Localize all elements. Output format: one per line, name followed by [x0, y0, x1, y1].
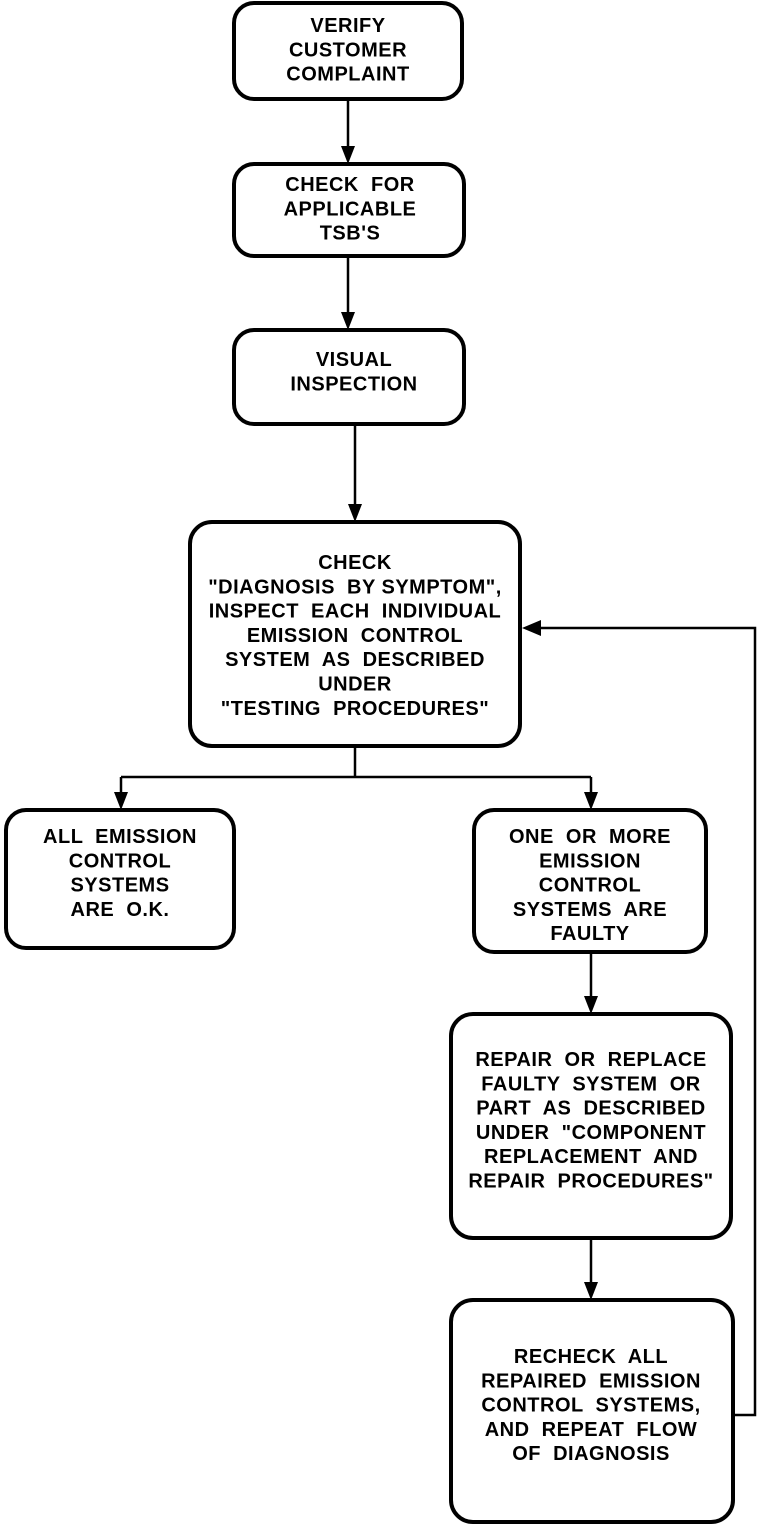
node-label-line: CONTROL SYSTEMS, [481, 1395, 700, 1417]
node-label-line: FAULTY SYSTEM OR [481, 1073, 700, 1095]
node-label-line: "TESTING PROCEDURES" [221, 698, 489, 720]
node-label-line: SYSTEMS ARE [513, 899, 667, 921]
node-label-line: SYSTEM AS DESCRIBED [225, 649, 485, 671]
node-label-line: UNDER "COMPONENT [476, 1122, 706, 1144]
node-label-line: EMISSION [539, 850, 641, 872]
node-check-diagnosis-by-symptom: CHECK"DIAGNOSIS BY SYMPTOM", INSPECT EACH… [188, 520, 522, 748]
node-box [4, 808, 236, 950]
arrowhead-faulty [584, 792, 598, 810]
node-box [188, 520, 522, 748]
node-label-line: FAULTY [550, 923, 629, 945]
node-label-line: CONTROL [539, 875, 641, 897]
arrowhead-tsb [341, 146, 355, 164]
node-label-line: PART AS DESCRIBED [476, 1098, 706, 1120]
node-box [232, 162, 466, 258]
node-label-line: VERIFY [310, 15, 385, 37]
node-box [472, 808, 708, 954]
node-label-line: ONE OR MORE [509, 826, 671, 848]
node-label-line: CONTROL [69, 850, 171, 872]
node-label-line: ALL EMISSION [43, 826, 197, 848]
node-label-line: REPAIRED EMISSION [481, 1370, 701, 1392]
node-box [449, 1012, 733, 1240]
node-box [449, 1298, 735, 1524]
node-label-line: VISUAL [316, 349, 392, 371]
node-label-line: INSPECT EACH INDIVIDUAL [209, 601, 502, 623]
node-label-line: REPAIR PROCEDURES" [468, 1171, 713, 1193]
node-label-line: APPLICABLE [284, 198, 417, 220]
arrowhead-ok [114, 792, 128, 810]
node-label-line: COMPLAINT [286, 64, 409, 86]
node-label-line: TSB'S [320, 223, 381, 245]
node-label-line: EMISSION CONTROL [247, 625, 463, 647]
node-label-line: UNDER [318, 674, 392, 696]
node-label-line: "DIAGNOSIS BY SYMPTOM", [208, 576, 502, 598]
node-label-line: REPAIR OR REPLACE [475, 1049, 706, 1071]
connectors [114, 99, 757, 1417]
node-label: CHECK"DIAGNOSIS BY SYMPTOM", INSPECT EACH… [208, 552, 502, 720]
arrowhead-recheck [584, 1282, 598, 1300]
node-box [232, 328, 466, 426]
arrowhead-loop-check [522, 620, 541, 636]
node-box [232, 1, 464, 101]
node-label-line: AND REPEAT FLOW [485, 1419, 698, 1441]
node-label-line: OF DIAGNOSIS [512, 1443, 670, 1465]
node-label-line: CHECK [318, 552, 392, 574]
edge-recheck-loop [538, 626, 757, 1417]
arrowhead-repair [584, 996, 598, 1014]
arrowhead-check [348, 504, 362, 522]
node-label-line: CHECK FOR [285, 174, 415, 196]
node-label-line: INSPECTION [290, 373, 417, 395]
node-label-line: REPLACEMENT AND [484, 1146, 698, 1168]
node-label-line: ARE O.K. [71, 899, 170, 921]
node-label-line: SYSTEMS [70, 875, 169, 897]
node-label-line: RECHECK ALL [514, 1346, 668, 1368]
arrowhead-visual [341, 312, 355, 330]
node-label-line: CUSTOMER [289, 39, 407, 61]
